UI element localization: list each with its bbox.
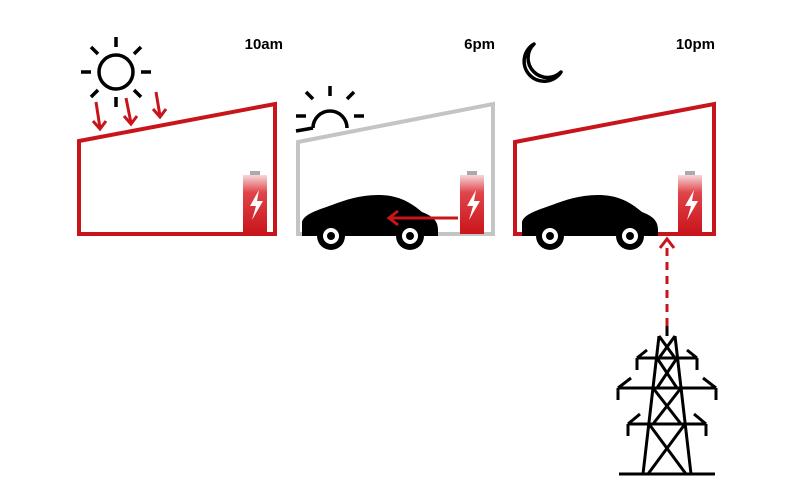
arrow-icon <box>94 101 102 129</box>
battery-icon <box>243 171 267 234</box>
lightning-icon <box>250 190 263 220</box>
time-label-6pm: 6pm <box>464 36 495 53</box>
house-outline-10pm <box>513 101 716 236</box>
sun-icon <box>295 86 364 133</box>
battery-icon <box>678 171 702 234</box>
battery-icon <box>460 171 484 234</box>
lightning-icon <box>467 190 480 220</box>
panel-10am: 10am <box>77 36 283 236</box>
charge-arrow <box>386 209 458 227</box>
house-outline-10am <box>77 101 277 236</box>
lightning-icon <box>685 190 698 220</box>
arrow-icon <box>154 91 162 117</box>
car-icon <box>522 195 658 250</box>
moon-icon <box>522 42 563 83</box>
pylon-icon <box>616 326 718 476</box>
time-label-10am: 10am <box>245 36 283 53</box>
grid-supply-arrow <box>658 236 676 326</box>
house-outline-6pm <box>296 101 495 236</box>
panel-10pm: 10pm <box>513 36 718 476</box>
sunlight-arrows <box>91 91 168 132</box>
panel-6pm: 6pm <box>295 36 495 250</box>
car-icon <box>302 195 438 250</box>
sun-icon <box>81 37 151 107</box>
arrow-icon <box>124 97 133 124</box>
time-label-10pm: 10pm <box>676 36 715 53</box>
